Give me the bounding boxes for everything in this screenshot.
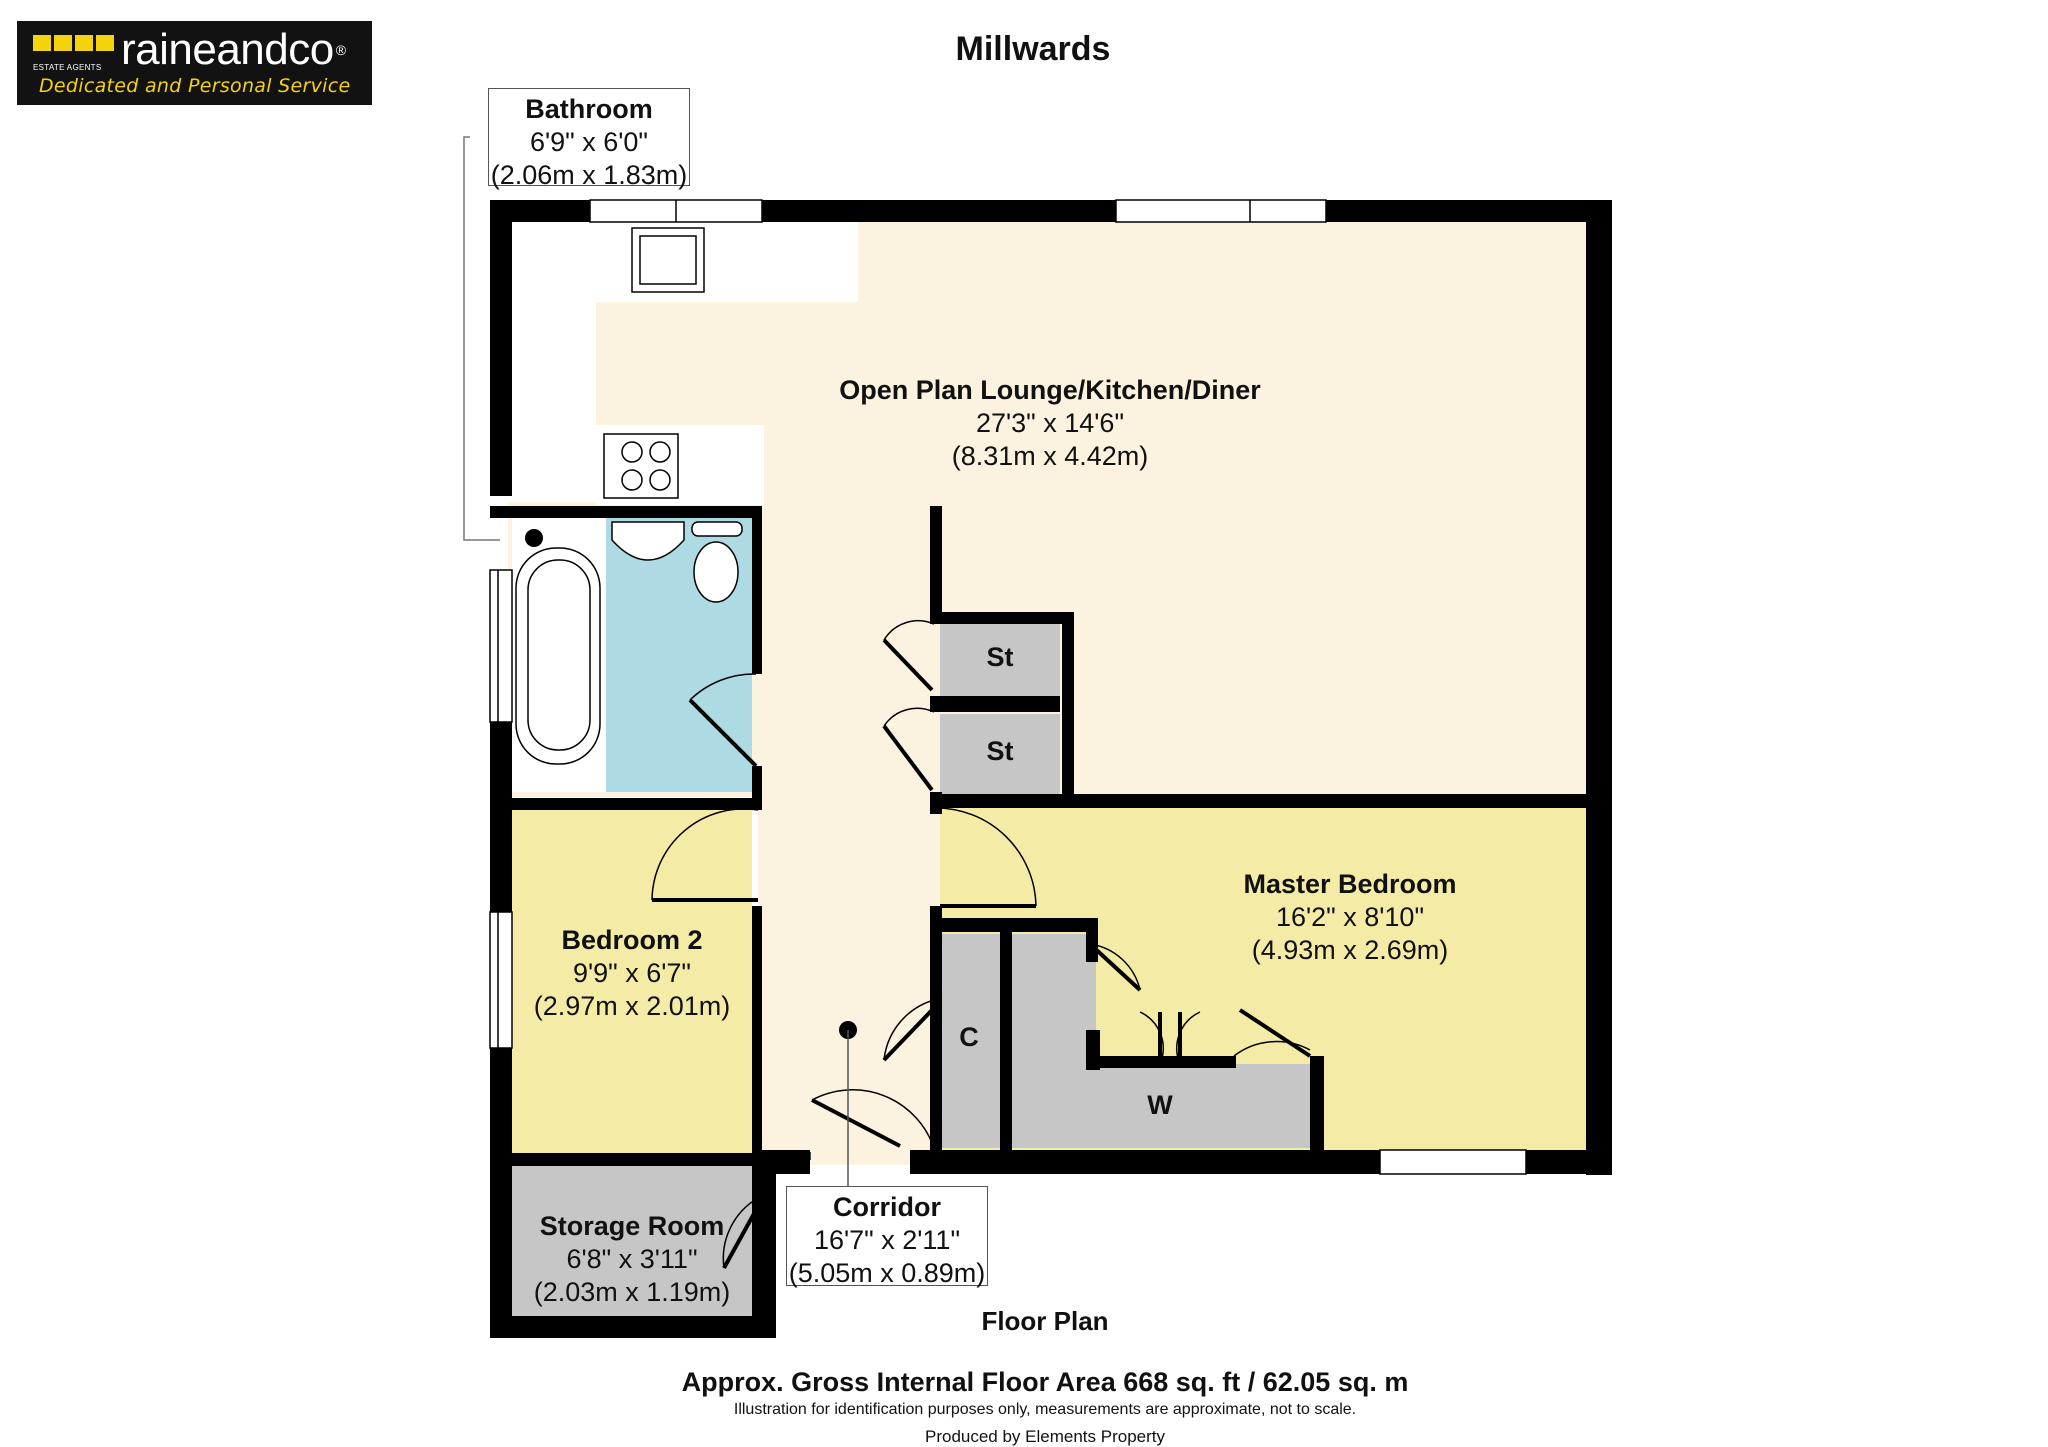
- toilet-bowl: [693, 541, 739, 603]
- store-label-1: St: [986, 642, 1014, 672]
- producer-credit: Produced by Elements Property: [924, 1427, 1165, 1446]
- property-title: Millwards: [955, 30, 1111, 68]
- door-swings: [651, 620, 1311, 1269]
- bedroom2-floor: [512, 808, 752, 1153]
- internal-walls: [490, 506, 1612, 1316]
- room-label-bathroom: Bathroom 6'9" x 6'0" (2.06m x 1.83m): [488, 88, 690, 190]
- wardrobe-upper-floor: [1012, 934, 1096, 1064]
- outer-walls: [490, 200, 1612, 1338]
- logo-tagline: Dedicated and Personal Service: [39, 75, 351, 97]
- logo-squares: [33, 35, 121, 61]
- corridor-floor: [758, 797, 940, 1165]
- hob: [603, 433, 679, 499]
- cupboard-label: C: [959, 1022, 979, 1052]
- disclaimer-text: Illustration for identification purposes…: [733, 1401, 1357, 1418]
- room-label-storage-room: Storage Room 6'8" x 3'11" (2.03m x 1.19m…: [533, 1211, 731, 1307]
- room-label-master-bedroom: Master Bedroom 16'2" x 8'10" (4.93m x 2.…: [1243, 869, 1457, 965]
- store2-floor: [940, 714, 1060, 796]
- room-label-bedroom-2: Bedroom 2 9'9" x 6'7" (2.97m x 2.01m): [533, 925, 731, 1021]
- floor-plan-label: Floor Plan: [981, 1306, 1109, 1336]
- storage-room-floor: [512, 1166, 752, 1316]
- kitchen-counter-left: [508, 222, 596, 502]
- gross-area-text: Approx. Gross Internal Floor Area 668 sq…: [681, 1367, 1409, 1397]
- room-label-lounge: Open Plan Lounge/Kitchen/Diner 27'3" x 1…: [839, 375, 1261, 471]
- door-leaves: [652, 638, 1312, 1269]
- basin: [611, 521, 685, 561]
- toilet-cistern: [691, 521, 743, 537]
- fixtures: [515, 227, 743, 765]
- brand-logo: ESTATE AGENTS raineandco® Dedicated and …: [17, 21, 372, 105]
- store1-floor: [940, 620, 1060, 700]
- wardrobe-label: W: [1147, 1090, 1173, 1120]
- logo-caption: ESTATE AGENTS: [33, 63, 102, 72]
- bathroom-leader-line: [463, 136, 500, 541]
- wardrobe-floor: [1012, 1064, 1322, 1148]
- room-label-corridor: Corridor 16'7" x 2'11" (5.05m x 0.89m): [786, 1186, 988, 1288]
- window-frames: [497, 200, 1251, 1048]
- boiler-dot: [525, 529, 543, 547]
- logo-wordmark: raineandco®: [121, 25, 346, 74]
- store-label-2: St: [986, 736, 1014, 766]
- cupboard-floor: [938, 934, 1000, 1148]
